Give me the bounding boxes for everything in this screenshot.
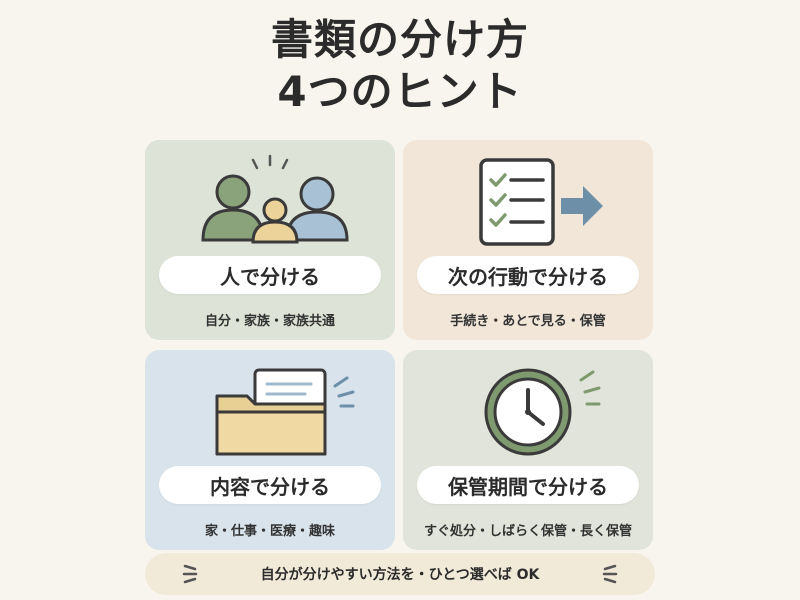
card-label: 人で分ける	[159, 256, 381, 294]
footer-text: 自分が分けやすい方法を・ひとつ選べば OK	[260, 567, 540, 583]
card-by-retention-period: 保管期間で分ける すぐ処分・しばらく保管・長く保管	[403, 350, 653, 550]
footer-banner: 自分が分けやすい方法を・ひとつ選べば OK	[145, 553, 655, 595]
title-line-2: 4つのヒント	[277, 67, 523, 116]
title-line-1: 書類の分け方	[270, 15, 529, 64]
card-by-content: 内容で分ける 家・仕事・医療・趣味	[145, 350, 395, 550]
card-examples: 家・仕事・医療・趣味	[204, 524, 335, 539]
card-examples: すぐ処分・しばらく保管・長く保管	[423, 524, 632, 539]
card-examples: 自分・家族・家族共通	[204, 314, 335, 329]
folder-icon	[215, 368, 355, 456]
sparkle-icon	[602, 564, 618, 584]
clock-icon	[484, 368, 601, 456]
page-title: 書類の分け方 4つのヒント	[0, 14, 800, 118]
card-by-next-action: 次の行動で分ける 手続き・あとで見る・保管	[403, 140, 653, 340]
card-examples: 手続き・あとで見る・保管	[450, 314, 606, 329]
family-icon	[201, 154, 349, 244]
card-by-person: 人で分ける 自分・家族・家族共通	[145, 140, 395, 340]
sparkle-icon	[182, 564, 198, 584]
card-label: 内容で分ける	[159, 466, 381, 504]
card-label: 保管期間で分ける	[417, 466, 639, 504]
checklist-arrow-icon	[479, 158, 603, 246]
card-label: 次の行動で分ける	[417, 256, 639, 294]
